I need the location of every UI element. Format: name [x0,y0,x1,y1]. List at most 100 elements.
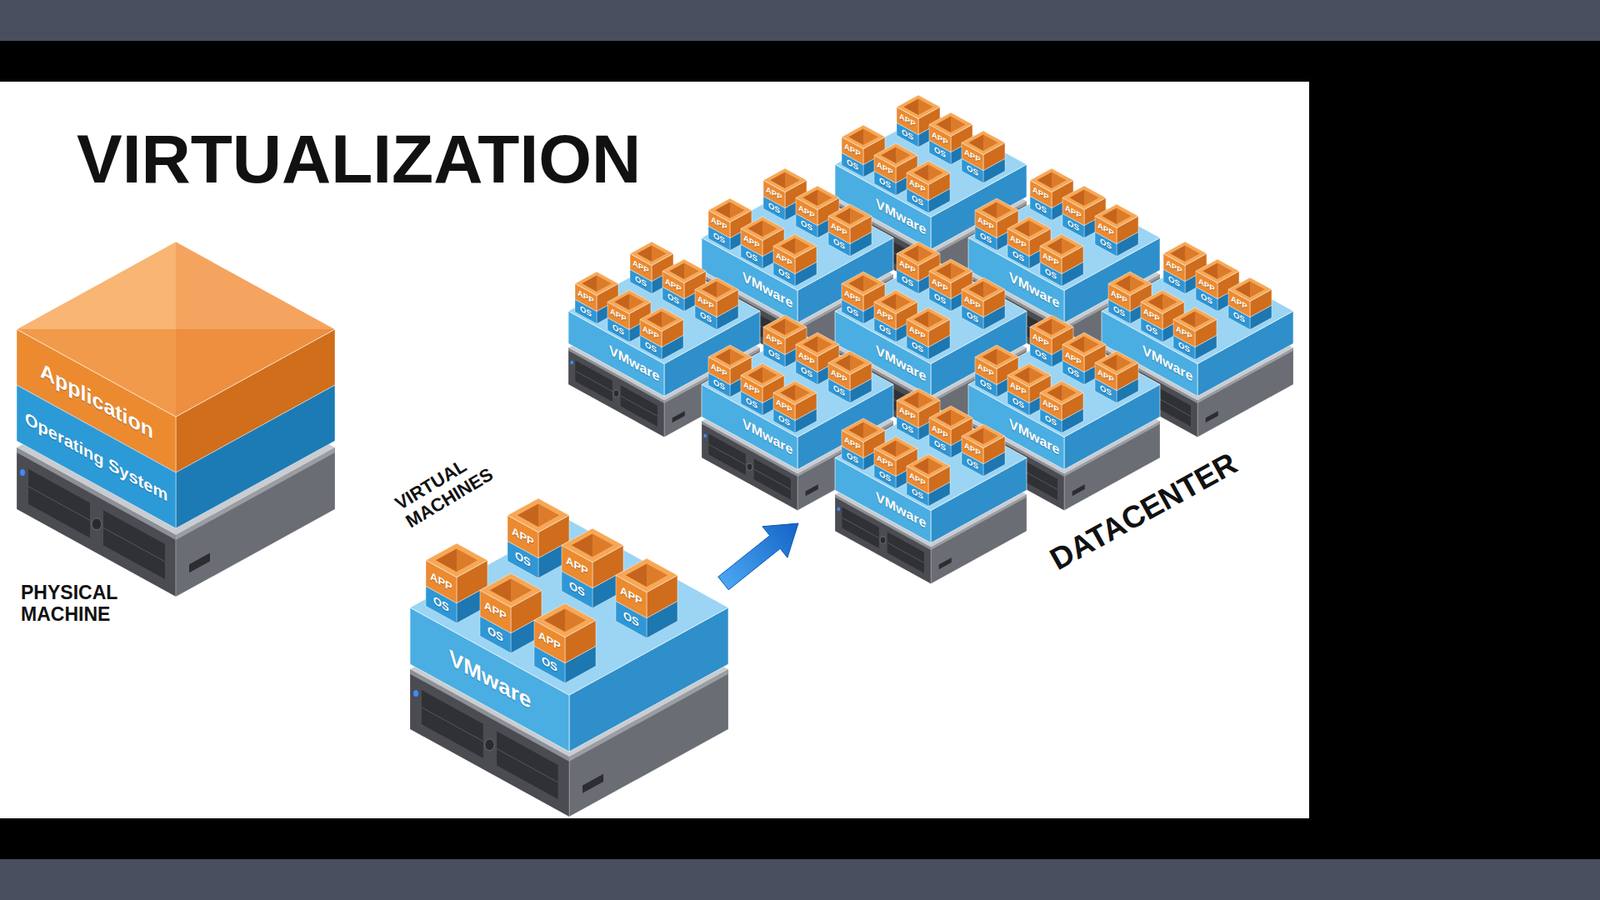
power-button [746,463,753,470]
vm-opening [785,171,800,188]
virtual-machine: APPOS [771,232,819,289]
virtual-machine: APPOS [905,159,952,215]
vm-opening [835,207,850,224]
vm-opening [762,366,778,383]
vm-opening [983,280,999,297]
vm-opening [1051,171,1067,188]
virtual-machine: APPOS [960,129,1007,185]
vm-opening [1036,318,1052,335]
vm-opening [1235,280,1250,297]
vm-opening [1217,263,1233,280]
vm-opening [1185,245,1200,261]
virtual-machine: APPOS [960,422,1007,479]
vm-opening [1084,190,1100,206]
virtual-machine: APPOS [478,571,544,655]
server-slot [1205,410,1219,423]
vm-opening [684,263,700,280]
virtual-machine: APPOS [614,556,680,640]
virtual-machine: APPOS [1093,202,1140,259]
vm-opening [1250,280,1265,297]
virtual-machine: APPOS [560,526,625,610]
vm-opening [795,385,810,401]
vm-opening [968,280,984,297]
vm-opening [747,366,763,383]
bay-line [103,527,165,562]
bay-line [421,707,484,742]
vm-opening [651,245,667,261]
box-top [1101,258,1294,365]
vm-opening [669,263,685,280]
drive-bay [496,731,559,800]
vm-opening [456,549,478,573]
box-side [175,385,335,529]
vm-opening [903,98,919,115]
vm-opening [848,129,864,145]
vm-opening [1029,366,1045,383]
vm-opening [517,504,539,528]
virtual-machine: APPOS [505,496,571,580]
virtual-machine: APPOS [826,349,874,405]
vm-opening [968,134,984,150]
hypervisor-server: VMwareAPPOSAPPOSAPPOSAPPOSAPPOSAPPOS [833,371,1029,586]
drive-bay [575,360,613,402]
box-top [835,405,1027,511]
vm-opening [715,349,730,365]
vm-opening [935,263,951,280]
drive-bay [103,510,165,580]
vm-opening [1046,385,1062,401]
vm-opening [850,354,865,370]
slide-title: VIRTUALIZATION [76,125,641,194]
virtual-machine: APPOS [1038,379,1085,435]
vm-opening [592,533,614,557]
vm-opening [848,275,864,292]
vm-opening [762,220,778,236]
vm-opening [918,245,934,261]
vm-opening [950,263,966,280]
vm-opening [629,293,645,310]
vm-opening [983,427,999,444]
vm-opening [1014,220,1030,236]
vm-opening [1101,354,1117,370]
server-slot [939,557,952,570]
vm-opening [903,245,919,261]
vm-opening [785,318,800,335]
bay-line [754,469,791,490]
os-layer: Operating System [15,295,337,530]
vm-opening [802,190,818,206]
letterbox-side [1309,81,1600,819]
vm-opening [1116,354,1132,370]
vm-opening [1046,238,1062,255]
vm-opening [935,116,951,133]
vm-opening [795,238,810,255]
vm-opening [1116,207,1132,224]
vm-opening [1036,171,1052,188]
vm-opening [935,410,951,426]
server-slot [189,553,210,574]
drive-bay [754,458,791,500]
power-button [91,518,102,530]
bay-line [887,542,925,563]
vm-opening [614,293,630,310]
vm-opening [1170,245,1185,261]
vm-opening [490,578,511,602]
virtual-machine: APPOS [1226,275,1274,332]
vm-opening [880,293,896,310]
status-led [570,360,574,365]
vm-opening [770,318,785,335]
vm-opening [625,563,647,587]
vm-opening [880,440,896,456]
vm-opening [913,311,929,328]
vm-opening [1014,366,1030,383]
vm-opening [715,202,730,219]
vm-opening [1061,385,1077,401]
box-front [16,385,176,529]
vm-opening [716,280,732,297]
status-led [20,469,25,476]
bottom-bar [0,859,1600,900]
vm-opening [968,427,984,444]
bay-line [708,444,746,465]
vm-opening [435,549,457,573]
server-slot [582,774,604,794]
vm-opening [1069,336,1085,353]
bay-line [28,486,90,521]
